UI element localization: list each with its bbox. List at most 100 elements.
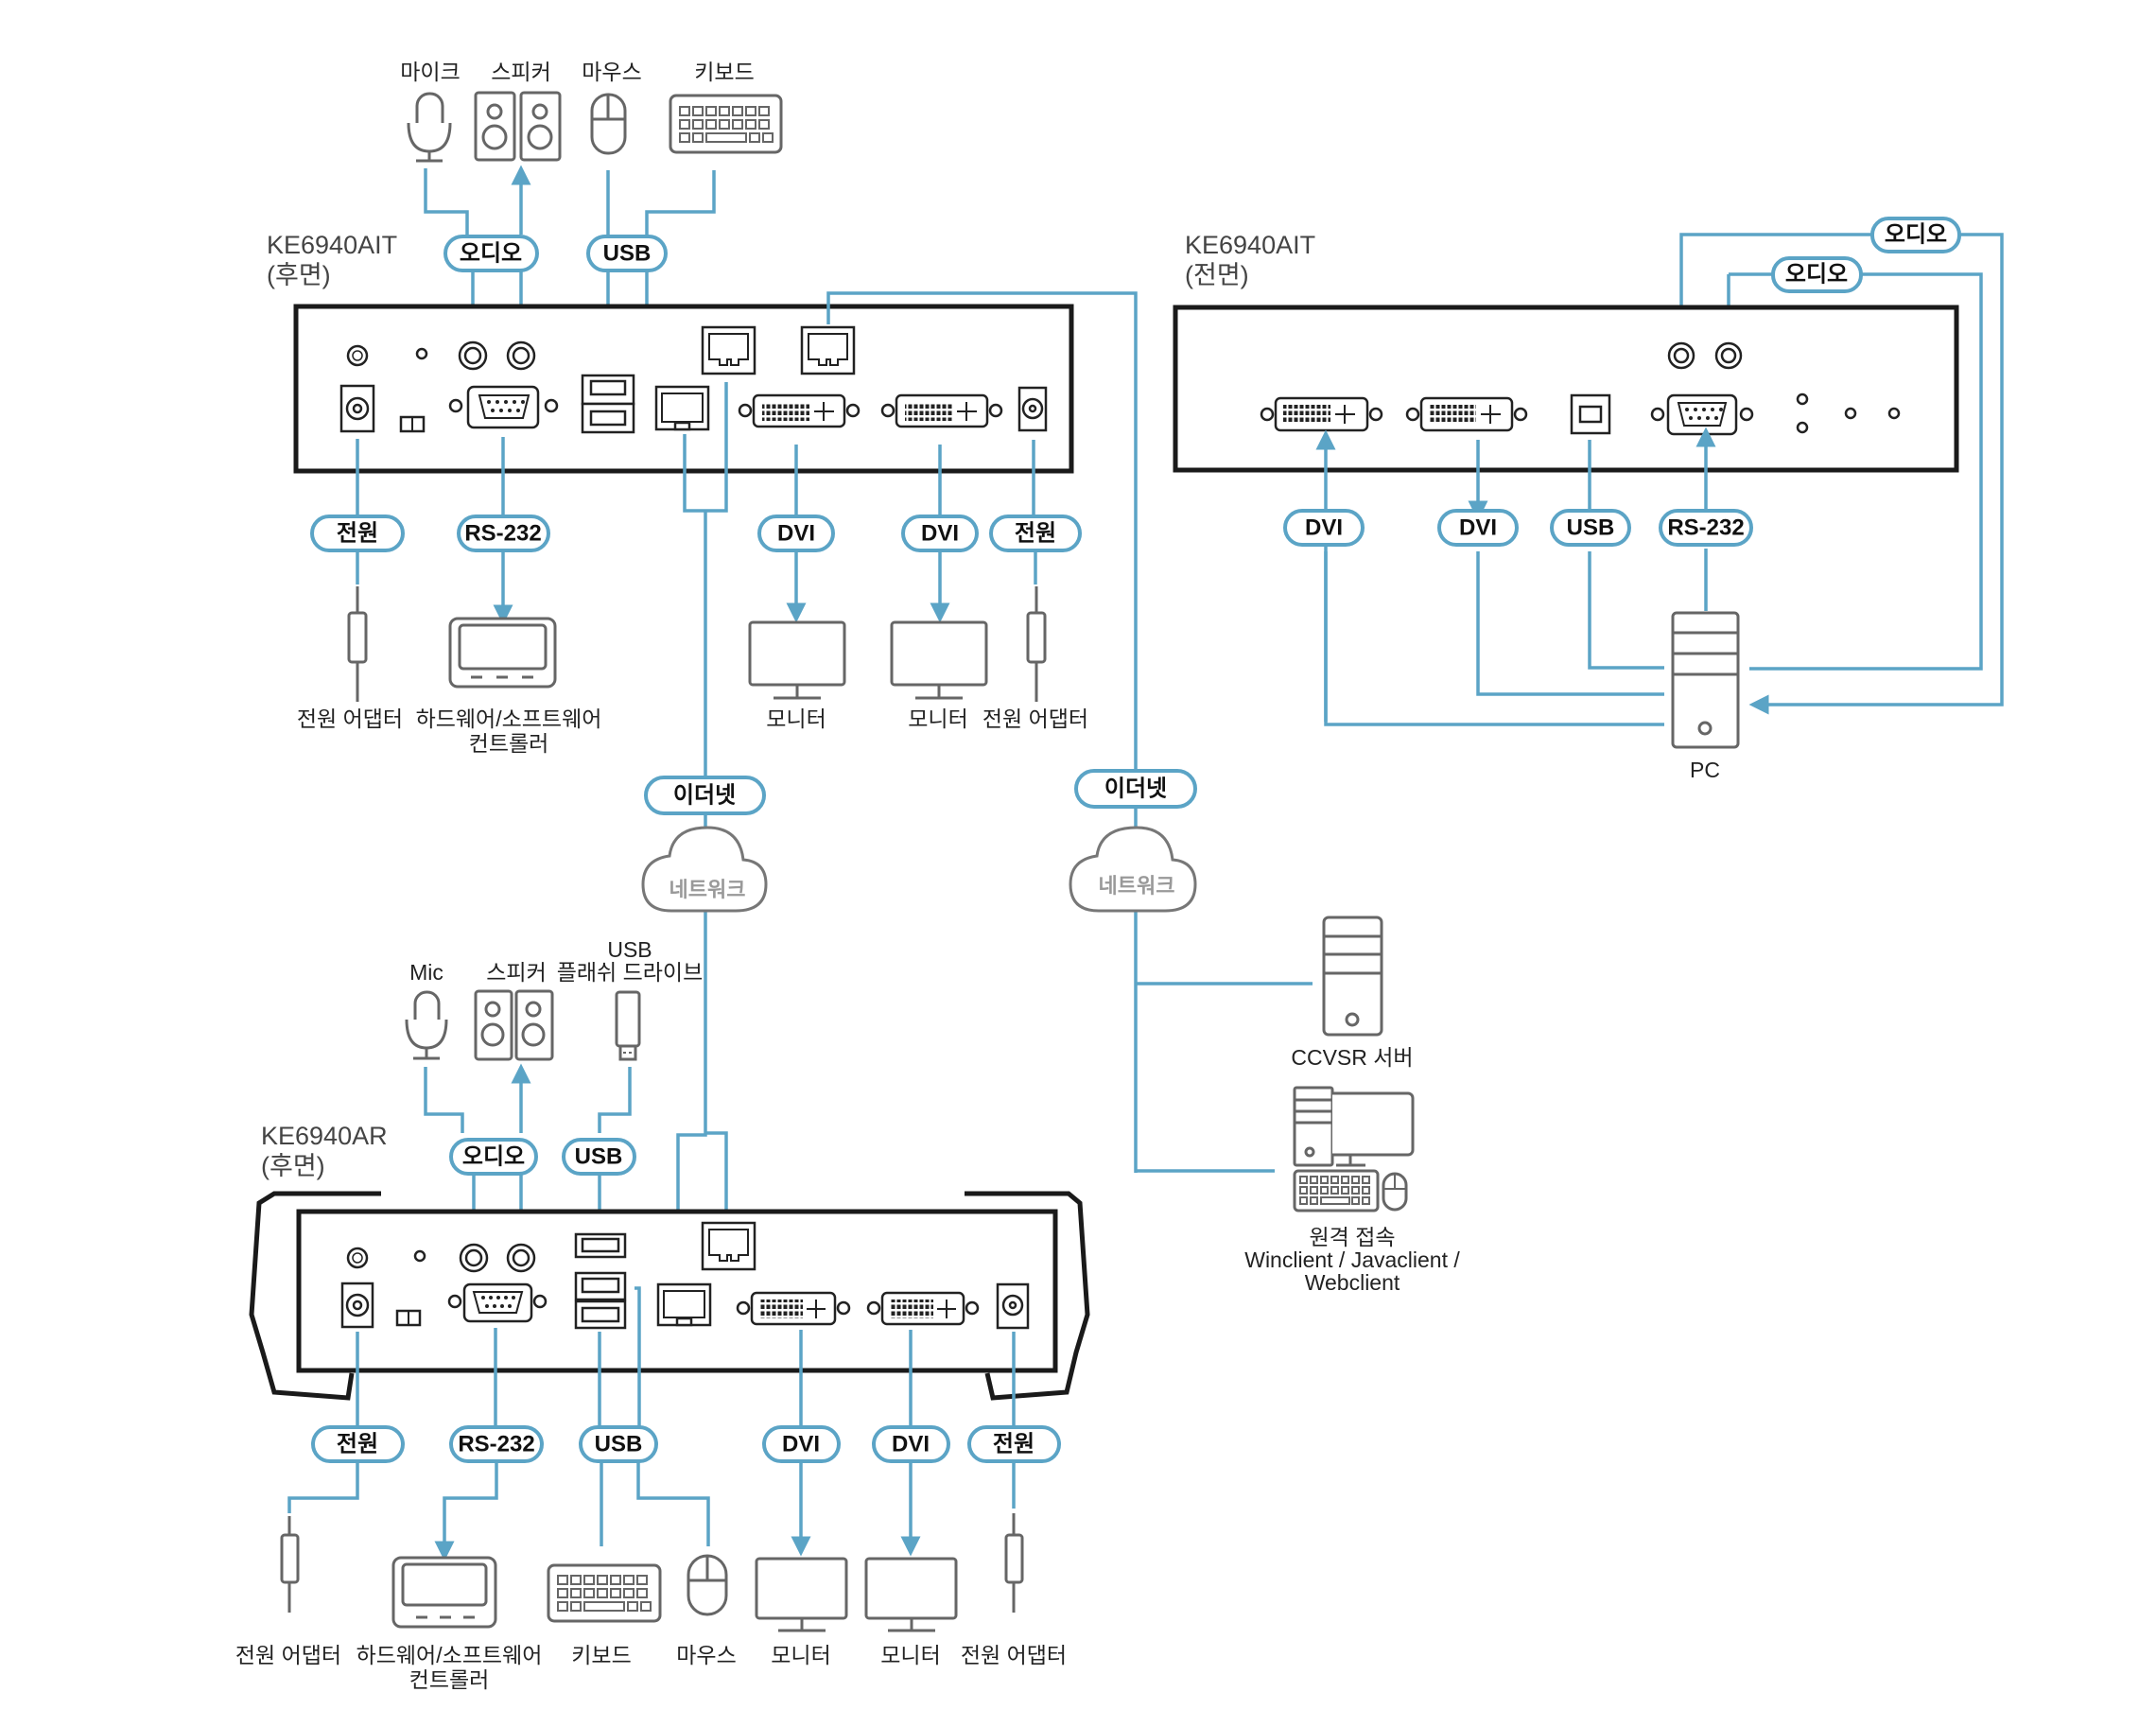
keyboard-icon [669,94,783,154]
svg-text:오디오: 오디오 [462,1144,525,1170]
mouse-icon [590,93,627,155]
microphone-icon [407,92,452,163]
dip-switch-icon [399,415,426,433]
usb-pill-front: USB [1550,509,1631,547]
svg-text:네트워크: 네트워크 [669,878,746,901]
remote-label-3: Webclient [1305,1270,1400,1295]
rs232-port-icon [447,1282,548,1323]
monitor-label: 모니터 [908,706,967,731]
rs232-pill-front: RS-232 [1659,509,1753,547]
power-pill-left: 전원 [311,1425,405,1463]
svg-text:DVI: DVI [892,1432,930,1457]
controller-icon [448,617,557,689]
svg-text:오디오: 오디오 [1785,262,1848,288]
transmitter-rear-subtitle: (후면) [267,261,331,289]
mouse-label: 마우스 [676,1643,736,1667]
cloud-icon-left: 네트워크 [641,826,768,913]
dvi-pill-front-2: DVI [1437,509,1519,547]
transmitter-front-subtitle: (전면) [1185,261,1249,289]
rs232-port-front [1650,393,1754,436]
svg-text:DVI: DVI [782,1432,820,1457]
dvi-port-front-2 [1405,396,1528,432]
svg-text:이더넷: 이더넷 [1104,776,1167,802]
power-adapter-icon [1026,586,1047,702]
receiver-rear-section: KE6940AR (후면) Mic 스피커 USB 플래쉬 드라이브 [235,937,1090,1692]
svg-text:오디오: 오디오 [460,241,522,267]
audio-jack-mic [459,1243,489,1273]
ground-screw-icon [346,1247,369,1269]
audio-jack-in [1714,341,1743,370]
controller-icon [391,1556,497,1629]
remote-label: 원격 접속 [1309,1225,1395,1249]
power-adapter-label: 전원 어댑터 [961,1643,1067,1667]
keyboard-icon [547,1563,662,1623]
audio-jack-mic [458,340,488,371]
ground-screw-icon [346,344,369,367]
dvi-port-1 [736,1291,851,1326]
audio-jack-speaker [506,340,536,371]
usb-pill: USB [562,1138,636,1176]
cloud-icon-right: 네트워크 [1069,826,1197,913]
dvi-pill-1: DVI [757,515,835,552]
lan-port-icon [654,385,710,431]
power-pill-right: 전원 [989,515,1082,552]
ethernet-pill-right: 이더넷 [1074,769,1197,809]
svg-text:DVI: DVI [777,521,815,547]
power-adapter-label: 전원 어댑터 [235,1643,341,1667]
rs232-pill: RS-232 [449,1425,544,1463]
usb-port-top [574,1232,627,1259]
dvi-pill-2: DVI [901,515,979,552]
dvi-port-front-1 [1260,396,1383,432]
ethernet-pill-left: 이더넷 [644,776,766,815]
power-adapter-label: 전원 어댑터 [982,706,1088,731]
audio-pill-inner: 오디오 [1771,256,1863,293]
monitor-icon [748,620,846,700]
dvi-port-2 [880,393,1003,428]
monitor-icon [864,1557,958,1632]
lan-port-icon [656,1282,712,1327]
mouse-icon [687,1554,728,1616]
transmitter-front-title: KE6940AIT [1185,231,1315,259]
network-section: 이더넷 네트워크 이더넷 네트워크 CCVSR 서버 [641,291,1460,1295]
svg-text:USB: USB [603,241,652,267]
audio-pill-outer: 오디오 [1870,217,1961,253]
svg-text:전원: 전원 [337,521,378,547]
usb-port-top [581,374,635,406]
usb-b-port-icon [1570,393,1611,435]
svg-text:USB: USB [1567,515,1615,541]
svg-text:DVI: DVI [921,521,959,547]
keyboard-label: 키보드 [694,60,754,84]
dvi-port-2 [866,1291,980,1326]
controller-label: 하드웨어/소프트웨어 [356,1643,543,1667]
power-pill-right: 전원 [967,1425,1061,1463]
rj-port [701,1221,756,1271]
dvi-port-1 [738,393,861,428]
power-jack-left [340,1282,374,1329]
svg-text:전원: 전원 [1015,521,1056,547]
svg-text:RS-232: RS-232 [458,1432,534,1457]
transmitter-rear-title: KE6940AIT [267,231,397,259]
transmitter-front-panel [1173,305,1959,473]
power-jack-right [1017,386,1048,432]
svg-text:RS-232: RS-232 [464,521,541,547]
audio-jack-out [1667,341,1695,370]
controller-label-2: 컨트롤러 [409,1667,490,1692]
svg-text:DVI: DVI [1459,515,1497,541]
monitor-label: 모니터 [771,1643,830,1667]
power-adapter-icon [347,586,368,702]
svg-text:전원: 전원 [993,1432,1035,1457]
usb-port-bottom-1 [574,1271,627,1301]
svg-text:DVI: DVI [1305,515,1343,541]
rj-port-1 [701,325,756,375]
dvi-pill-2: DVI [872,1425,950,1463]
monitor-icon [755,1557,848,1632]
power-jack-right [996,1282,1030,1330]
svg-text:USB: USB [595,1432,643,1457]
usb-flash-label-2: 플래쉬 드라이브 [557,960,704,985]
speaker-icon [474,91,562,162]
transmitter-front-section: KE6940AIT (전면) 오디오 오디오 [1173,217,2004,782]
dip-switch-icon [395,1309,422,1327]
rs232-port-icon [448,385,559,429]
rs232-pill: RS-232 [457,515,550,552]
usb-flash-label: USB [607,937,652,962]
